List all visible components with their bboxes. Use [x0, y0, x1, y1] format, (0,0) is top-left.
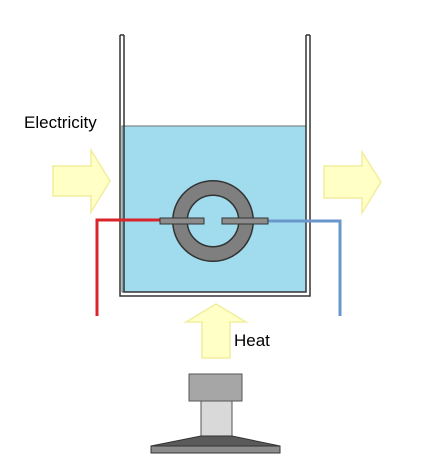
electricity-output-arrow [323, 149, 382, 216]
thermocouple-ring-icon [159, 180, 269, 262]
water [121, 125, 307, 293]
electricity-input-arrow [52, 147, 111, 215]
electricity-label: Electricity [24, 113, 97, 132]
burner-icon [150, 373, 281, 454]
hot-wire [95, 218, 160, 316]
beaker-icon [119, 34, 311, 297]
cold-wire [268, 219, 342, 316]
heat-label: Heat [234, 331, 270, 350]
heat-arrow [183, 303, 249, 359]
